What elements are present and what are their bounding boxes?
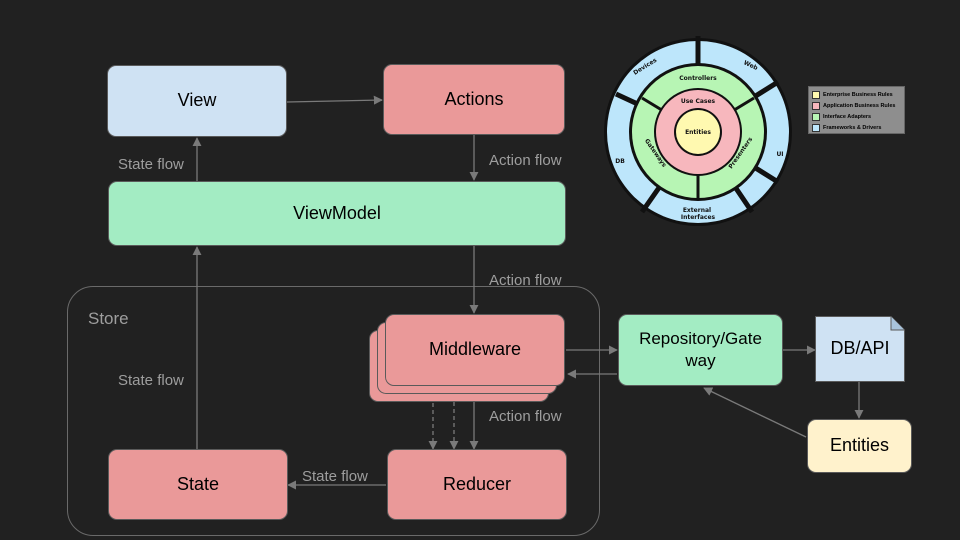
legend-swatch (812, 112, 820, 121)
viewmodel-node: ViewModel (108, 181, 566, 246)
view-to-actions-arrow (286, 95, 383, 105)
legend-swatch (812, 90, 820, 99)
state-flow-label-top: State flow (118, 156, 184, 173)
legend-swatch (812, 123, 820, 132)
legend-item: Frameworks & Drivers (812, 122, 901, 133)
entities-node: Entities (807, 419, 912, 473)
legend-item: Application Business Rules (812, 100, 901, 111)
clean-architecture-diagram: Entities Use Cases Controllers Gateways … (604, 36, 792, 226)
action-flow-label-top: Action flow (489, 152, 562, 169)
store-label: Store (88, 309, 129, 328)
middleware-node: Middleware (385, 314, 565, 386)
entities-core (676, 110, 720, 154)
legend-item: Enterprise Business Rules (812, 89, 901, 100)
clean-arch-usecases-label: Use Cases (681, 98, 716, 105)
dbapi-shape (815, 316, 905, 382)
action-flow-label-bottom: Action flow (489, 408, 562, 425)
dbapi-node: DB/API (830, 338, 890, 359)
clean-architecture-legend: Enterprise Business Rules Application Bu… (808, 86, 905, 134)
legend-item: Interface Adapters (812, 111, 901, 122)
clean-arch-controllers-label: Controllers (679, 75, 717, 82)
clean-arch-ui-label: UI (776, 151, 783, 158)
state-flow-label-left: State flow (118, 372, 184, 389)
clean-arch-db-label: DB (615, 158, 625, 165)
entities-to-repository-arrow (703, 387, 807, 438)
clean-arch-external-interfaces-label: External Interfaces (681, 207, 716, 221)
store-group (67, 286, 600, 536)
action-flow-label-mid: Action flow (489, 272, 562, 289)
reducer-node: Reducer (387, 449, 567, 520)
repository-gateway-node: Repository/Gate way (618, 314, 783, 386)
view-node: View (107, 65, 287, 137)
state-node: State (108, 449, 288, 520)
actions-node: Actions (383, 64, 565, 135)
legend-swatch (812, 101, 820, 110)
clean-arch-entities-label: Entities (685, 129, 711, 136)
state-flow-label-bottom: State flow (302, 468, 368, 485)
